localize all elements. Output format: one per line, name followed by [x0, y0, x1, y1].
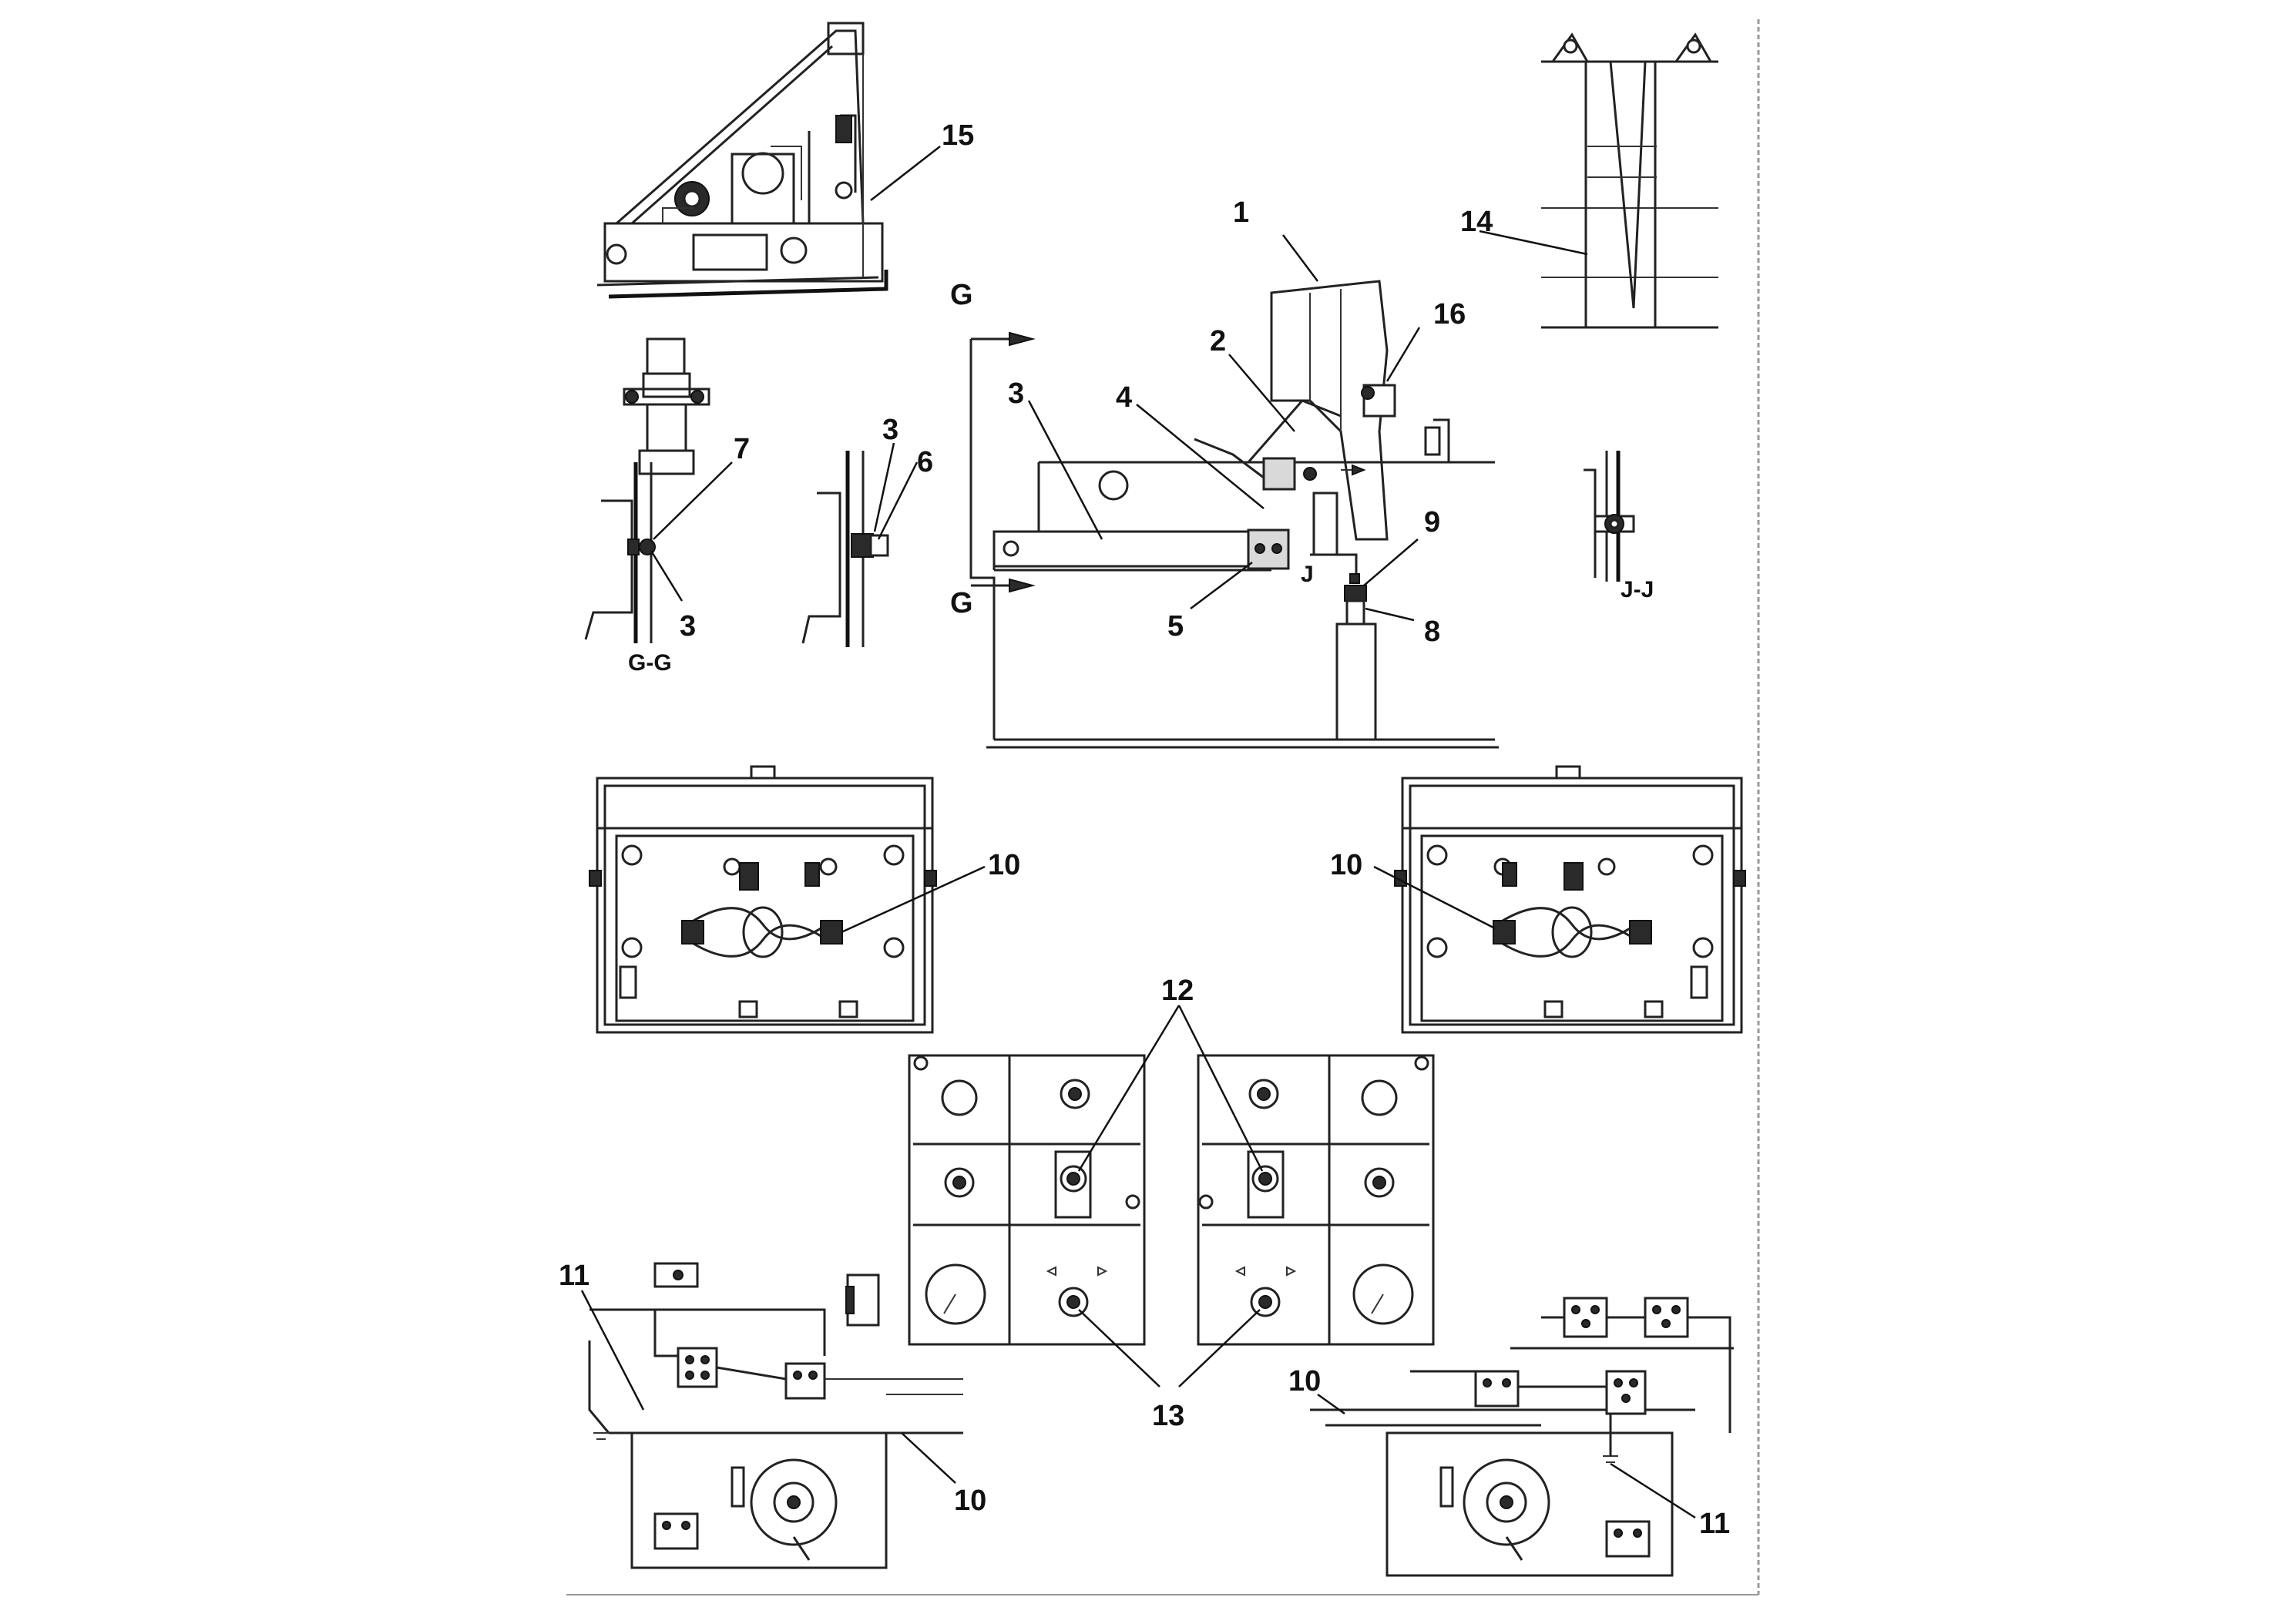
callout-13: 13: [1152, 1400, 1184, 1432]
callout-4: 4: [1116, 381, 1132, 414]
front-view-14: [1541, 32, 1718, 329]
horn-wiring-left: [588, 1262, 963, 1569]
section-view-3-6: [801, 451, 889, 647]
callout-9: 9: [1424, 506, 1440, 539]
section-marker-j: J: [1301, 562, 1314, 587]
callout-2: 2: [1210, 325, 1226, 357]
callout-12: 12: [1161, 975, 1194, 1007]
callout-11-left: 11: [559, 1260, 589, 1292]
control-box-right: [1394, 765, 1746, 1034]
control-panel-left: [908, 1054, 1146, 1346]
callout-16: 16: [1433, 298, 1466, 331]
section-arrow-g-top: G: [950, 279, 973, 311]
control-box-left: [589, 765, 937, 1034]
callout-10-right-box: 10: [1330, 849, 1362, 881]
section-markers: G-G J-J G G J: [628, 279, 1654, 676]
callout-11-right: 11: [1699, 1508, 1730, 1540]
callout-3-main: 3: [1008, 377, 1024, 410]
callout-labels: 15 1 14 16 2 3 4 7 3 6 3 9 5 8 10 10 12 …: [559, 119, 1730, 1540]
side-view-mechanism: [596, 22, 888, 299]
callout-1: 1: [1233, 196, 1249, 229]
section-caption-jj: J-J: [1621, 577, 1654, 602]
control-panel-right: [1197, 1054, 1435, 1346]
main-assembly-view: [969, 280, 1499, 749]
callout-10-right-wiring: 10: [1288, 1365, 1321, 1398]
horn-wiring-right: [1310, 1297, 1734, 1577]
callout-10-left-box: 10: [988, 849, 1020, 881]
section-arrow-g-bottom: G: [950, 587, 973, 619]
section-jj-view: [1584, 451, 1635, 582]
callout-15: 15: [942, 119, 974, 152]
section-gg-view: [584, 337, 710, 643]
callout-10-left-wiring: 10: [954, 1485, 986, 1517]
callout-5: 5: [1167, 610, 1184, 643]
leader-lines: [580, 146, 1696, 1519]
callout-3-section: 3: [882, 414, 898, 446]
callout-8: 8: [1424, 616, 1440, 648]
section-caption-gg: G-G: [628, 650, 672, 676]
callout-6: 6: [917, 446, 933, 478]
callout-7: 7: [734, 433, 750, 465]
callout-14: 14: [1460, 206, 1493, 238]
callout-3-gg: 3: [680, 610, 696, 643]
